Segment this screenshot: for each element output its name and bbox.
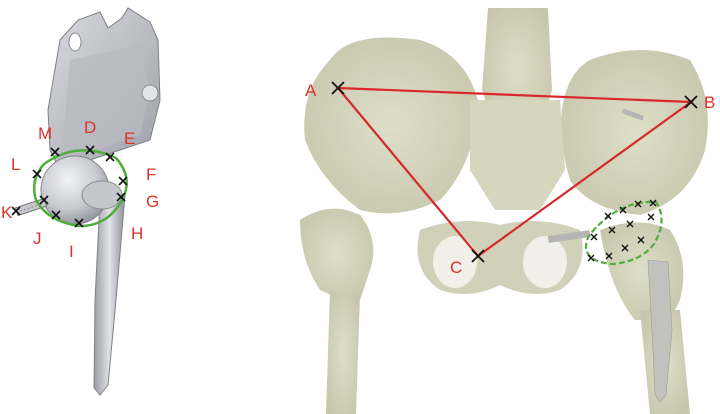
femur-left (300, 209, 373, 300)
head-neck (82, 181, 122, 209)
obturator-right (523, 236, 567, 288)
sacrum (470, 100, 565, 210)
label-K: K (1, 203, 13, 222)
label-H: H (131, 224, 143, 243)
label-F: F (146, 165, 156, 184)
label-D: D (84, 118, 96, 137)
label-C: C (450, 258, 462, 277)
iliac-wing-left (304, 38, 480, 214)
label-I: I (69, 242, 74, 261)
label-B: B (704, 93, 715, 112)
iliac-wing-right (561, 50, 708, 215)
label-G: G (146, 192, 159, 211)
label-M: M (38, 124, 52, 143)
label-J: J (33, 229, 42, 248)
femoral-stem (94, 195, 125, 395)
component-face (62, 45, 150, 150)
implant-model: M D E L F G K J H I (1, 8, 160, 395)
screw-hole (142, 85, 158, 101)
pelvis-render (300, 8, 708, 414)
label-E: E (124, 129, 135, 148)
label-L: L (11, 155, 20, 174)
window-hole (69, 33, 81, 51)
femur-left-shaft (326, 290, 360, 414)
label-A: A (305, 81, 317, 100)
